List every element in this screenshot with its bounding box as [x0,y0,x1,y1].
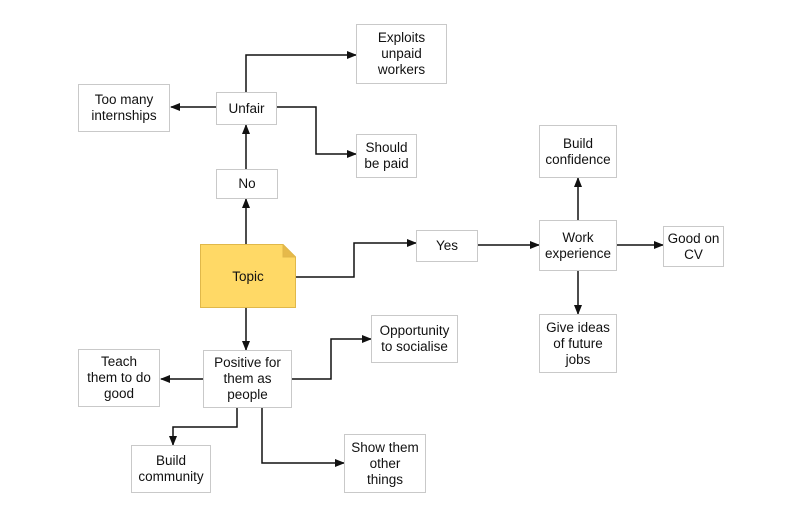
node-too-many-internships[interactable]: Too many internships [78,84,170,132]
node-unfair-label: Unfair [228,100,265,116]
node-good-on-cv[interactable]: Good on CV [663,226,724,267]
node-teach-them-to-do-good[interactable]: Teach them to do good [78,349,160,407]
node-should-be-paid[interactable]: Should be paid [356,134,417,178]
node-show-them-other-things-label: Show them other things [351,439,419,487]
node-show-them-other-things[interactable]: Show them other things [344,434,426,493]
connector-positive-show [261,408,345,467]
node-positive-for-them[interactable]: Positive for them as people [203,350,292,408]
node-teach-them-to-do-good-label: Teach them to do good [87,354,151,401]
node-build-community[interactable]: Build community [131,445,211,493]
node-work-experience-label: Work experience [544,229,612,261]
node-yes[interactable]: Yes [416,230,478,262]
topic-node[interactable]: Topic [200,244,296,308]
topic-note-shape [200,244,296,308]
node-yes-label: Yes [435,238,459,253]
node-build-confidence-label: Build confidence [545,135,611,167]
node-opportunity-to-socialise[interactable]: Opportunity to socialise [371,315,458,363]
connector-positive-opportunity [292,335,372,380]
node-too-many-internships-label: Too many internships [91,92,157,123]
node-build-community-label: Build community [138,453,204,484]
connector-unfair-should-be-paid [276,106,357,158]
connector-topic-yes [296,239,417,278]
node-good-on-cv-label: Good on CV [667,230,720,262]
connector-unfair-exploits [245,51,357,92]
node-exploits-unpaid-workers-label: Exploits unpaid workers [377,30,426,77]
node-no-label: No [238,176,256,191]
node-give-ideas-future-jobs[interactable]: Give ideas of future jobs [539,314,617,373]
node-should-be-paid-label: Should be paid [364,140,409,171]
node-opportunity-to-socialise-label: Opportunity to socialise [379,323,450,354]
node-exploits-unpaid-workers[interactable]: Exploits unpaid workers [356,24,447,84]
node-unfair[interactable]: Unfair [216,92,277,125]
topic-label: Topic [232,268,264,284]
node-no[interactable]: No [216,169,278,199]
connector-positive-community [169,408,238,446]
node-work-experience[interactable]: Work experience [539,220,617,271]
node-build-confidence[interactable]: Build confidence [539,125,617,178]
node-positive-for-them-label: Positive for them as people [214,355,281,402]
node-give-ideas-future-jobs-label: Give ideas of future jobs [546,319,610,367]
